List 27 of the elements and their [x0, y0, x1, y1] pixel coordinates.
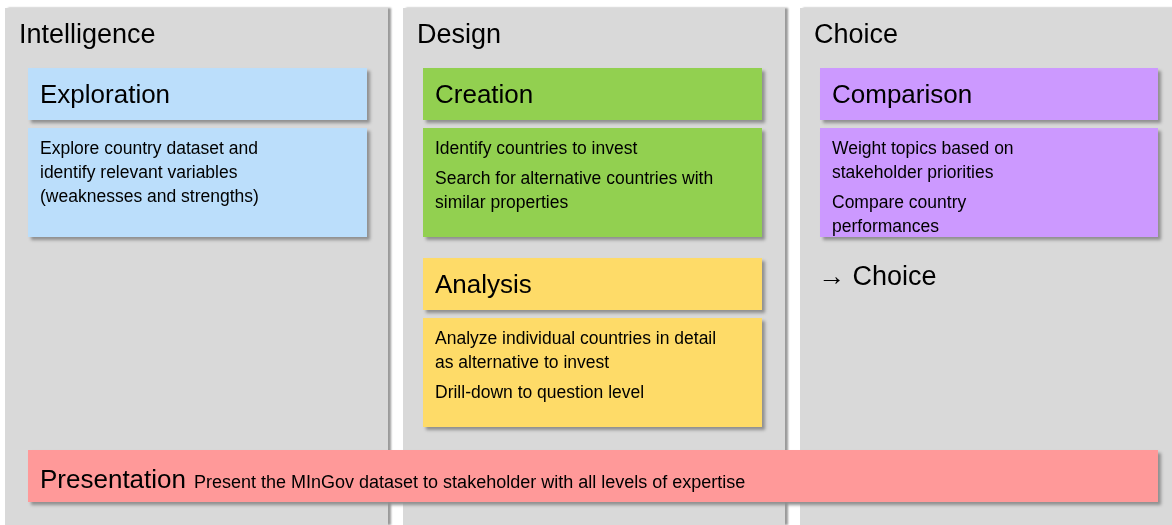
box-title: Exploration — [40, 78, 171, 110]
phase-heading: Design — [417, 18, 502, 51]
description-text: Analyze individual countries in detail as alternative to invest — [435, 327, 717, 374]
box-title: Analysis — [435, 268, 532, 300]
description-text: Weight topics based on stakeholder priorities — [832, 137, 1015, 184]
description-text: Explore country dataset and identify relevant variables (weaknesses and strengths) — [40, 137, 260, 208]
description-text: Present the MInGov dataset to stakeholder with all levels of expertise — [194, 471, 746, 494]
title-box — [28, 68, 367, 120]
box-title: Presentation — [40, 463, 186, 496]
description-box — [423, 318, 762, 427]
box-title: Comparison — [832, 78, 973, 110]
title-box — [423, 68, 762, 120]
description-box — [423, 128, 762, 237]
box-title: Creation — [435, 78, 534, 110]
description-text: Drill-down to question level — [435, 381, 646, 404]
title-box — [423, 258, 762, 310]
description-box — [820, 128, 1158, 237]
phase-heading: Intelligence — [19, 18, 156, 51]
phase-panel — [800, 8, 1172, 525]
description-text: Compare country performances — [832, 191, 968, 238]
title-box — [820, 68, 1158, 120]
description-box — [28, 128, 367, 237]
presentation-bar — [28, 450, 1158, 502]
description-text: Identify countries to invest — [435, 137, 639, 160]
description-text: Search for alternative countries with similar properties — [435, 167, 715, 214]
phase-heading: Choice — [814, 18, 899, 51]
outcome-label: → Choice — [818, 260, 937, 293]
